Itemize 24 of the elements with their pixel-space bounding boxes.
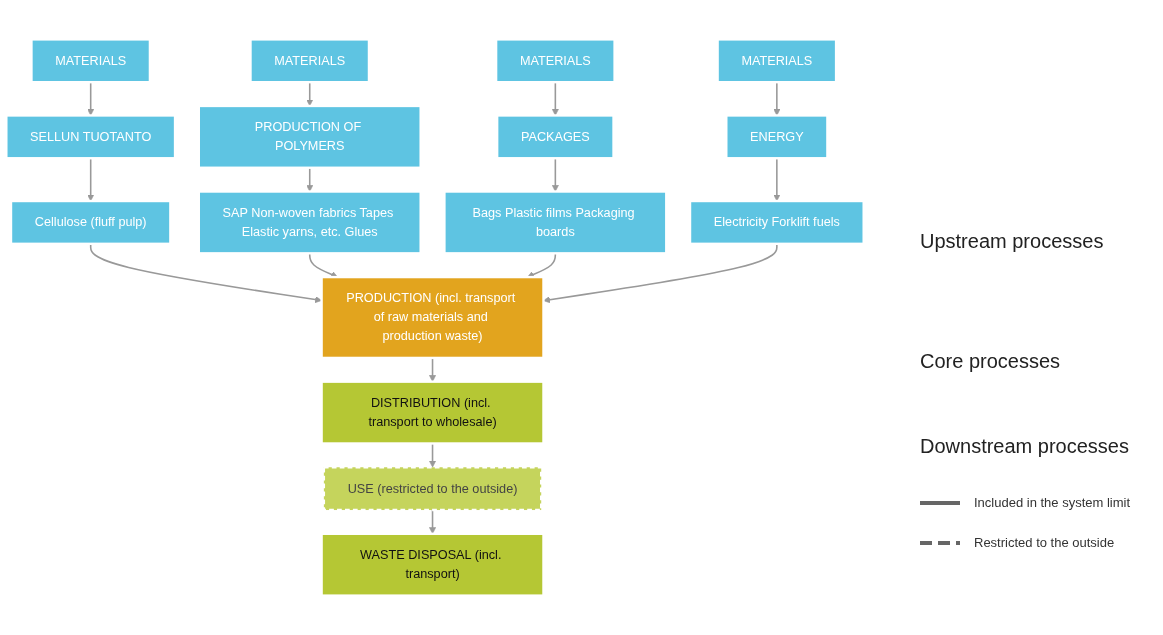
section-label: Core processes bbox=[920, 350, 1061, 373]
section-label: Upstream processes bbox=[920, 230, 1104, 253]
node-box: MATERIALS bbox=[249, 38, 371, 84]
legend-label: Included in the system limit bbox=[974, 495, 1131, 510]
node-box: SELLUN TUOTANTO bbox=[5, 114, 177, 160]
node-box: MATERIALS bbox=[30, 38, 152, 84]
node-box: Cellulose (fluff pulp) bbox=[9, 199, 172, 245]
node-box: Bags Plastic films Packaging boards bbox=[443, 190, 668, 255]
section-label: Downstream processes bbox=[920, 435, 1129, 458]
node-box: PRODUCTION (incl. transport of raw materials and production waste) bbox=[320, 275, 545, 360]
node-box: DISTRIBUTION (incl. transport to wholesale) bbox=[320, 380, 545, 445]
node-box: USE (restricted to the outside) bbox=[322, 466, 543, 512]
arrow bbox=[429, 357, 436, 382]
node-box: MATERIALS bbox=[494, 38, 616, 84]
arrow bbox=[89, 243, 322, 303]
node-box: Electricity Forklift fuels bbox=[688, 199, 865, 245]
arrow bbox=[543, 243, 778, 304]
node-box: MATERIALS bbox=[716, 38, 838, 84]
node-box: ENERGY bbox=[725, 114, 829, 160]
node-box: PRODUCTION OF POLYMERS bbox=[197, 104, 422, 169]
node-box: PACKAGES bbox=[496, 114, 615, 160]
node-box: WASTE DISPOSAL (incl. transport) bbox=[320, 532, 545, 597]
legend-label: Restricted to the outside bbox=[974, 535, 1115, 550]
node-box: SAP Non-woven fabrics Tapes Elastic yarns, etc. Glues bbox=[197, 190, 422, 255]
